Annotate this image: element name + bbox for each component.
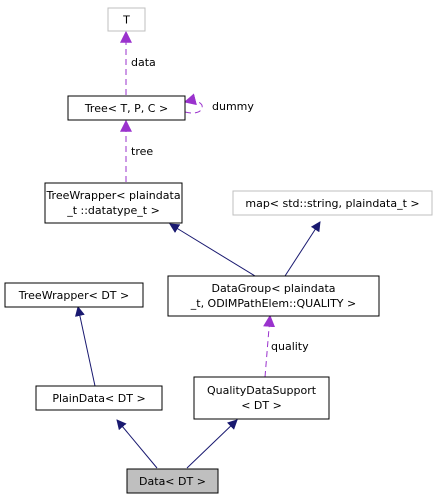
node-treewrapper-dt[interactable]: TreeWrapper< DT >: [4, 282, 144, 308]
edge-label-tree: tree: [131, 145, 153, 158]
node-t-label: T: [122, 14, 130, 27]
edge-data-to-qualitysupport: [186, 419, 238, 469]
node-qualitydatasupport-line1: QualityDataSupport: [207, 384, 317, 397]
edge-plaindata-to-treewrapper-dt: [75, 306, 96, 387]
node-datagroup[interactable]: DataGroup< plaindata _t, ODIMPathElem::Q…: [167, 275, 380, 317]
edge-data-to-plaindata: [116, 419, 158, 469]
node-data[interactable]: Data< DT >: [126, 468, 219, 494]
edge-qualitysupport-to-datagroup: [263, 314, 276, 378]
edge-label-data: data: [131, 56, 156, 69]
edge-label-quality: quality: [271, 340, 309, 353]
node-treewrapper-plaindata-line1: TreeWrapper< plaindata: [45, 189, 180, 202]
node-tree[interactable]: Tree< T, P, C >: [67, 95, 186, 121]
node-plaindata-label: PlainData< DT >: [52, 392, 145, 405]
node-treewrapper-dt-label: TreeWrapper< DT >: [18, 289, 129, 302]
node-plaindata[interactable]: PlainData< DT >: [35, 385, 163, 411]
node-treewrapper-plaindata-line2: _t ::datatype_t >: [66, 204, 160, 217]
node-qualitydatasupport-line2: < DT >: [241, 399, 282, 412]
node-datagroup-line2: _t, ODIMPathElem::QUALITY >: [190, 297, 357, 310]
node-data-label: Data< DT >: [139, 475, 206, 488]
node-tree-label: Tree< T, P, C >: [84, 102, 168, 115]
node-datagroup-line1: DataGroup< plaindata: [211, 282, 335, 295]
edge-datagroup-to-map: [284, 221, 321, 277]
node-map-label: map< std::string, plaindata_t >: [245, 197, 419, 210]
node-t[interactable]: T: [107, 7, 146, 32]
edge-datagroup-to-treewrapper: [169, 223, 256, 277]
node-treewrapper-plaindata[interactable]: TreeWrapper< plaindata _t ::datatype_t >: [44, 182, 183, 224]
edge-tree-dummy-loop: [183, 93, 203, 114]
node-map[interactable]: map< std::string, plaindata_t >: [232, 190, 433, 216]
node-qualitydatasupport[interactable]: QualityDataSupport < DT >: [193, 376, 330, 420]
edge-label-dummy: dummy: [212, 100, 254, 113]
